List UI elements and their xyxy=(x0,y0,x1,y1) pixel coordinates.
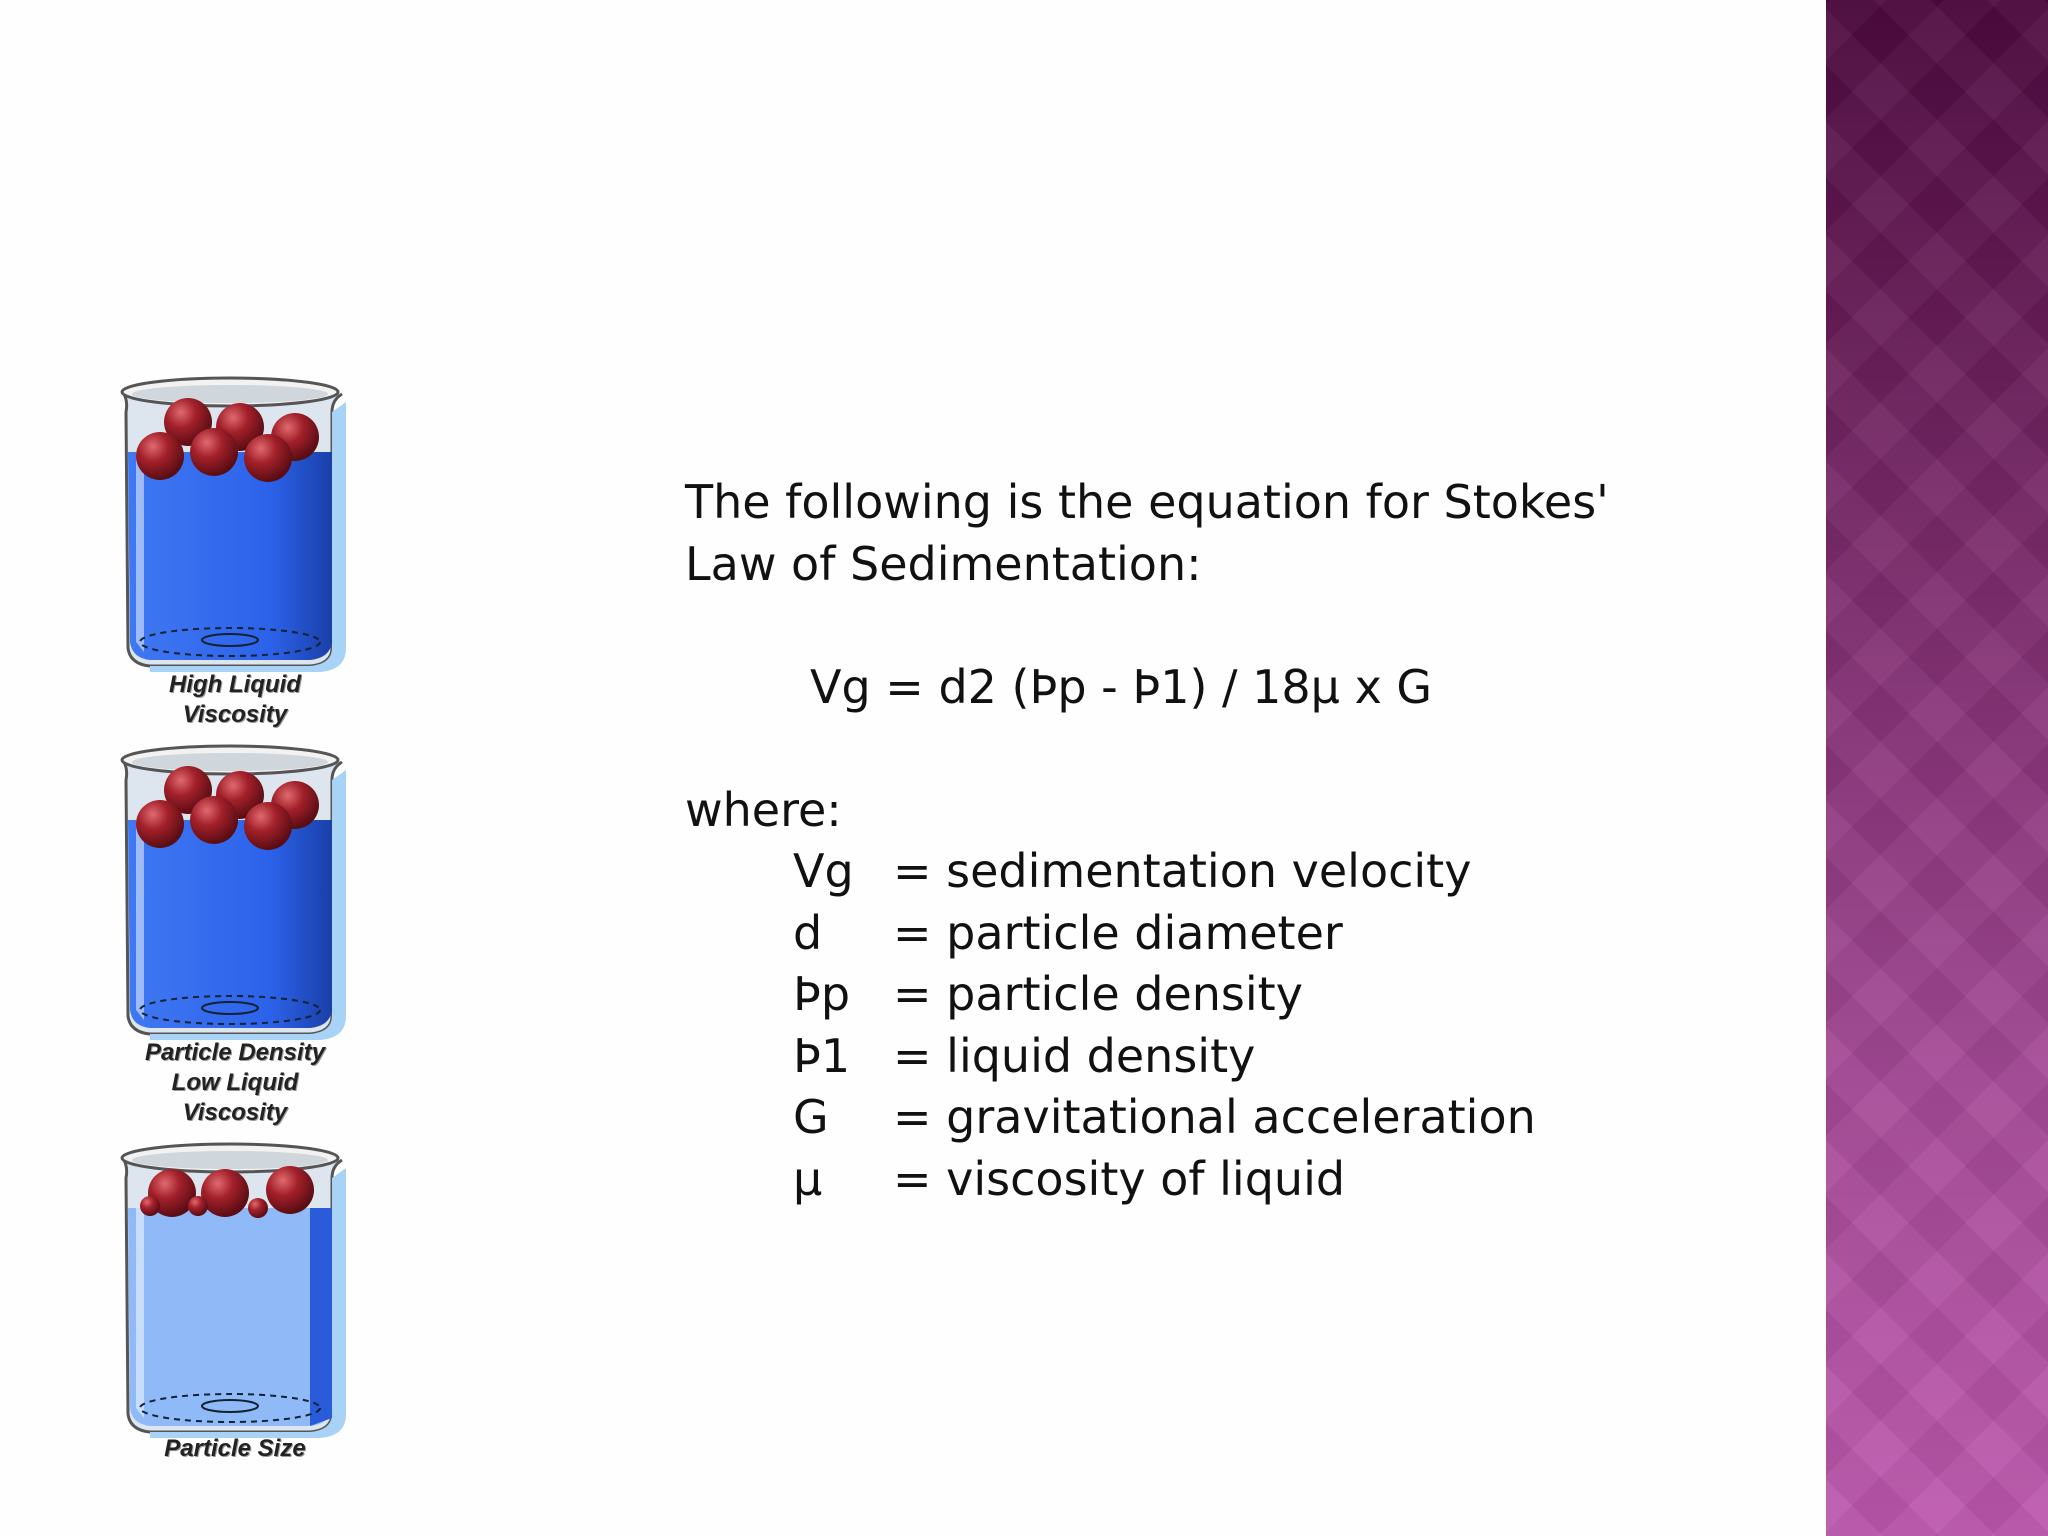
intro-line-1: The following is the equation for Stokes… xyxy=(685,475,1609,529)
beaker-high-viscosity: High Liquid Viscosity xyxy=(110,372,360,728)
definition-symbol: G xyxy=(793,1090,829,1144)
definition-symbol: Vg xyxy=(793,844,854,898)
slide: High Liquid Viscosity xyxy=(110,372,1805,1462)
definition-meaning: = gravitational acceleration xyxy=(893,1090,1536,1144)
definition-meaning: = particle diameter xyxy=(893,905,1343,960)
beaker-particle-size-illustration xyxy=(120,1142,346,1438)
definition-row: Þ1 = liquid density xyxy=(685,1026,1805,1088)
definition-meaning: = particle density xyxy=(893,967,1303,1021)
decorative-side-bar xyxy=(1826,0,2048,1536)
stokes-formula: Vg = d2 (Þp - Þ1) / 18µ x G xyxy=(810,659,1433,714)
definition-row: G = gravitational acceleration xyxy=(685,1087,1805,1149)
caption-line: Viscosity xyxy=(182,1099,288,1126)
caption-line: High Liquid xyxy=(169,671,301,698)
caption-line: Particle Density xyxy=(144,1039,326,1066)
equation-text-block: The following is the equation for Stokes… xyxy=(685,472,1805,1210)
caption-line: Particle Size xyxy=(164,1435,306,1462)
caption-line: Viscosity xyxy=(182,701,288,728)
beaker-particle-density-illustration xyxy=(120,744,346,1040)
definition-symbol: d xyxy=(793,905,823,960)
definition-meaning: = sedimentation velocity xyxy=(893,844,1472,898)
definition-symbol: µ xyxy=(793,1151,823,1206)
definition-row: d = particle diameter xyxy=(685,903,1805,965)
beaker-caption: High Liquid Viscosity xyxy=(110,670,360,730)
intro-line-2: Law of Sedimentation: xyxy=(685,536,1202,591)
blank-line xyxy=(685,718,1805,780)
definition-row: Vg = sedimentation velocity xyxy=(685,841,1805,903)
beaker-high-viscosity-illustration xyxy=(120,376,346,672)
definition-symbol: Þ1 xyxy=(793,1028,851,1083)
beaker-caption: Particle Size xyxy=(110,1434,360,1464)
definition-symbol: Þp xyxy=(793,967,851,1021)
where-label: where: xyxy=(685,782,842,837)
blank-line xyxy=(685,595,1805,657)
caption-line: Low Liquid xyxy=(171,1069,299,1096)
definition-meaning: = liquid density xyxy=(893,1028,1256,1083)
beaker-particle-size: Particle Size xyxy=(110,1138,360,1462)
beaker-particle-density: Particle Density Low Liquid Viscosity xyxy=(110,740,360,1126)
beaker-caption: Particle Density Low Liquid Viscosity xyxy=(110,1038,360,1128)
definition-row: µ = viscosity of liquid xyxy=(685,1149,1805,1211)
definition-row: Þp = particle density xyxy=(685,964,1805,1026)
definition-meaning: = viscosity of liquid xyxy=(893,1151,1346,1206)
